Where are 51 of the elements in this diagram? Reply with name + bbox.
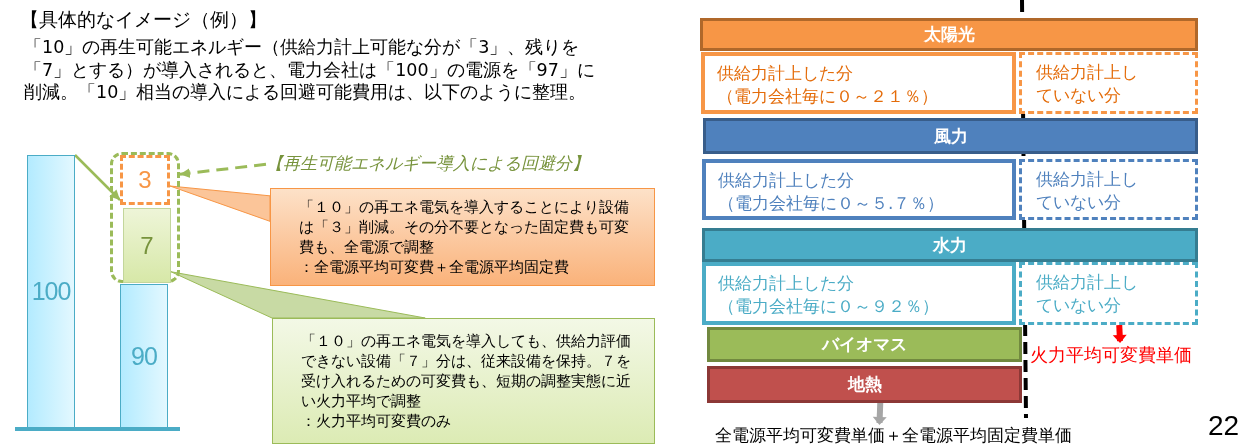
bar-value: 7 [140,231,154,260]
share-label: 供給力計上した分 [718,272,855,295]
annotation-label: 【再生可能エネルギー導入による回避分】 [266,150,656,176]
dashed-share-box [1019,159,1198,220]
category-label: 風力 [933,124,968,148]
share-box [701,52,1016,114]
heading: 【具体的なイメージ（例）】 [20,7,267,32]
callout-text: 「１０」の再エネ電気を導入することにより設備は「３」削減。その分不要となった固定費も可変費も、全電源で調整 [299,197,630,257]
share-range: （電力会社毎に０～５.７％） [718,192,946,215]
arrow [1112,324,1127,343]
callout-box [270,188,655,286]
share-label: 供給力計上した分 [717,62,854,85]
share-range: （電力会社毎に０～９２％） [718,295,940,318]
arrow [74,154,121,201]
bar-value: 100 [31,277,71,306]
dashed-share-box [1019,52,1198,114]
formula-text: 全電源平均可変費単価＋全電源平均固定費単価 [668,423,1118,447]
callout-box [272,318,655,444]
dashed-value-box [120,155,170,205]
category-band [703,118,1198,154]
share-label: 供給力計上していない分 [1036,271,1139,317]
callout-note: ：火力平均可変費のみ [301,411,452,431]
dashed-arrow [179,162,267,179]
intro-paragraph: 「10」の再生可能エネルギー（供給力計上可能な分が「3」、残りを「7」とする）が導入されると、電力会社は「100」の電源を「97」に削減。「10」相当の導入による回避可能費用は、以下のように整理。 [24,36,596,104]
category-band [707,366,1022,403]
category-label: 地熱 [847,373,882,396]
bar [120,284,168,428]
bar [27,155,75,428]
arrow [872,402,887,425]
dashed-share-box [1019,262,1198,325]
share-range: （電力会社毎に０～２１％） [717,85,939,108]
bar-segment [123,208,171,283]
note-text: 火力平均可変費単価 [1030,341,1255,369]
callout-note: ：全電源平均可変費＋全電源平均固定費 [299,257,570,277]
bar-value: 90 [131,341,157,371]
category-band [700,18,1198,51]
dashed-group-outline [110,152,180,283]
bar-value: 3 [138,166,152,194]
share-box [702,262,1016,325]
callout-text: 「１０」の再エネ電気を導入しても、供給力評価できない設備「７」分は、従来設備を保持。７を受け入れるための可変費も、短期の調整実態に近い火力平均で調整 [301,331,632,411]
share-label: 供給力計上していない分 [1036,168,1139,214]
share-label: 供給力計上した分 [718,169,855,192]
category-band [707,327,1022,362]
share-box [702,159,1016,220]
category-label: 太陽光 [923,23,975,46]
share-label: 供給力計上していない分 [1036,61,1139,107]
category-band [702,228,1198,262]
page-number: 22 [1208,410,1241,442]
callout-pointer [170,271,426,319]
category-label: 水力 [933,233,967,257]
category-label: バイオマス [822,333,907,356]
